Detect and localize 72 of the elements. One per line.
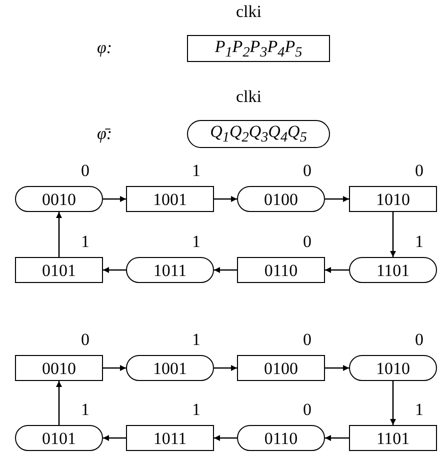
output-value: 1 [81,233,90,250]
arrow [325,196,349,202]
state-code: 1101 [376,262,410,278]
state-box [15,425,103,451]
arrow [103,196,126,202]
output-value: 1 [415,233,424,250]
arrow [103,267,126,273]
arrow [103,435,126,441]
arrow [56,381,62,425]
state-box [15,355,103,381]
state-code: 0010 [42,190,76,208]
state-code: 0010 [42,360,76,376]
state-box [15,257,103,283]
output-value: 0 [81,162,90,179]
state-box [237,425,325,451]
state-code: 0110 [264,262,298,278]
signal-sequence: Q$_{1}$Q$_{2}$Q$_{3}$Q$_{4}$Q$_{5}$ [210,123,307,145]
state-code: 1001 [153,360,187,376]
state-code: 0110 [264,430,298,446]
output-value: 0 [303,401,312,418]
arrow [214,435,237,441]
state-box [349,355,437,381]
arrow [214,196,237,202]
arrow [390,212,396,257]
state-code: 1011 [153,262,187,278]
state-box [349,257,437,283]
phase-label: φ: [97,39,112,56]
arrow [214,267,237,273]
output-value: 0 [303,331,312,348]
output-value: 0 [415,331,424,348]
state-box [237,257,325,283]
output-value: 0 [303,233,312,250]
state-box [126,186,214,212]
output-value: 0 [303,162,312,179]
state-box [126,257,214,283]
state-code: 0100 [264,190,298,208]
clock-label: clki [236,3,262,20]
arrow [214,365,237,371]
state-code: 1010 [376,190,410,208]
output-value: 0 [415,162,424,179]
state-code: 0101 [42,430,76,446]
state-box [15,186,103,212]
state-box [126,425,214,451]
state-code: 1001 [153,190,187,208]
state-code: 1010 [376,360,410,376]
clock-label: clki [236,88,262,105]
state-box [237,186,325,212]
state-box [126,355,214,381]
state-code: 0101 [42,262,76,278]
output-value: 1 [192,331,200,348]
state-code: 0100 [264,360,298,376]
state-code: 1101 [376,430,410,446]
state-box [349,186,437,212]
output-value: 0 [81,331,90,348]
output-value: 1 [192,233,200,250]
register-box [187,120,330,148]
state-box [349,425,437,451]
signal-sequence: P$_{1}$P$_{2}$P$_{3}$P$_{4}$P$_{5}$ [214,38,302,60]
arrow [56,212,62,257]
arrow [390,381,396,425]
arrow [325,365,349,371]
state-code: 1011 [153,430,187,446]
arrow [103,365,126,371]
output-value: 1 [192,162,200,179]
arrow [325,435,349,441]
state-box [237,355,325,381]
output-value: 1 [81,401,90,418]
register-box [187,35,330,62]
arrow [325,267,349,273]
output-value: 1 [192,401,200,418]
phase-label: φ̄: [97,125,112,142]
output-value: 1 [415,401,424,418]
